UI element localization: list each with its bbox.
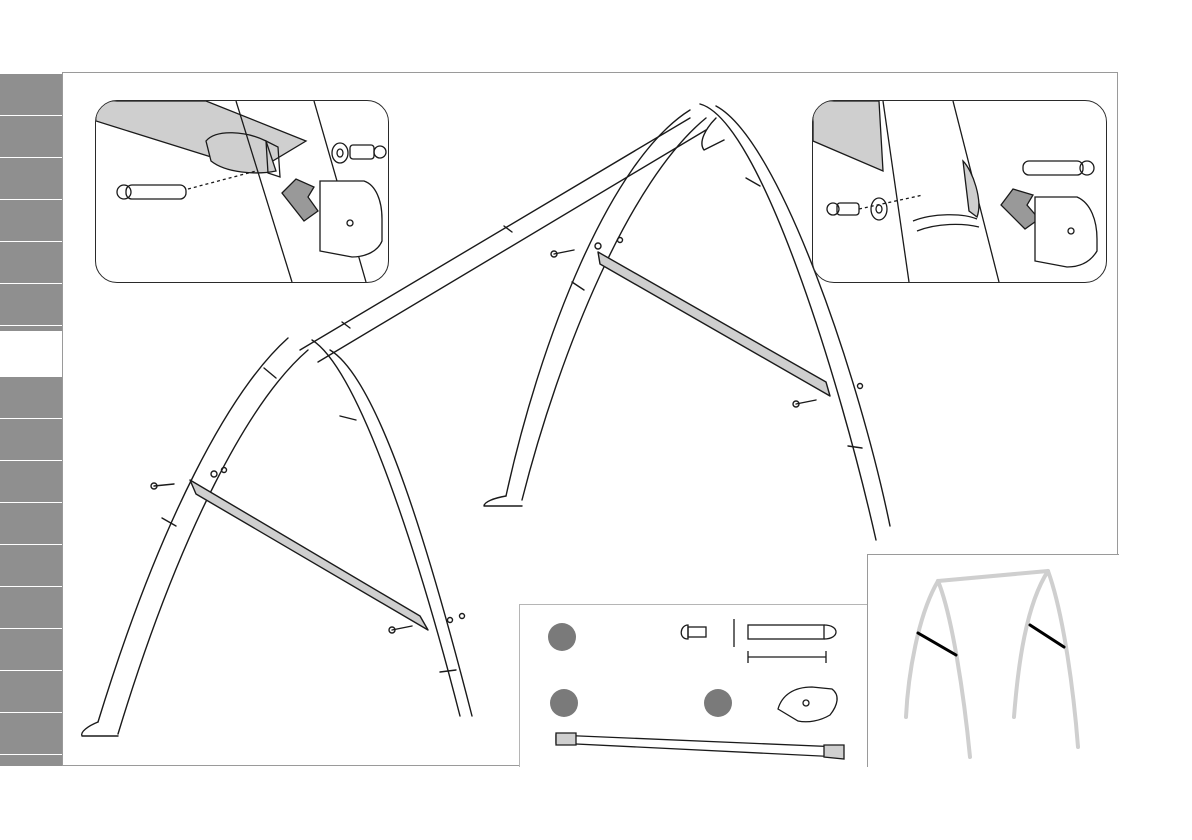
short-bolt-icon <box>827 203 859 215</box>
part-marker-2 <box>550 689 578 717</box>
short-bolt-icon <box>350 145 386 159</box>
long-bolt-icon <box>117 185 186 199</box>
washer-icon <box>871 198 887 220</box>
parts-list-panel <box>519 604 868 767</box>
swing-frame-overview-icon <box>868 555 1119 767</box>
highlighted-crossbars <box>918 625 1064 655</box>
washer-icon <box>332 143 348 163</box>
hook-icon <box>702 118 724 150</box>
part-marker-1 <box>548 623 576 651</box>
arrow-icon <box>282 179 318 221</box>
left-crossbar <box>190 480 428 630</box>
end-cap-part-icon <box>778 687 837 722</box>
right-front-leg <box>484 110 706 506</box>
part-marker-3 <box>704 689 732 717</box>
crossbar-part-icon <box>556 733 844 759</box>
length-dimension <box>748 651 826 663</box>
detail-callout-right <box>812 100 1107 283</box>
right-crossbar <box>598 252 830 396</box>
left-rear-leg <box>312 340 472 716</box>
detail-callout-left <box>95 100 389 283</box>
end-cap-icon <box>1035 197 1097 267</box>
arrow-icon <box>1001 189 1039 229</box>
short-bolt-part-icon <box>681 625 706 639</box>
long-bolt-part-icon <box>748 625 836 639</box>
overview-panel <box>867 554 1119 767</box>
end-cap-icon <box>320 181 382 257</box>
long-bolt-icon <box>1023 161 1094 175</box>
